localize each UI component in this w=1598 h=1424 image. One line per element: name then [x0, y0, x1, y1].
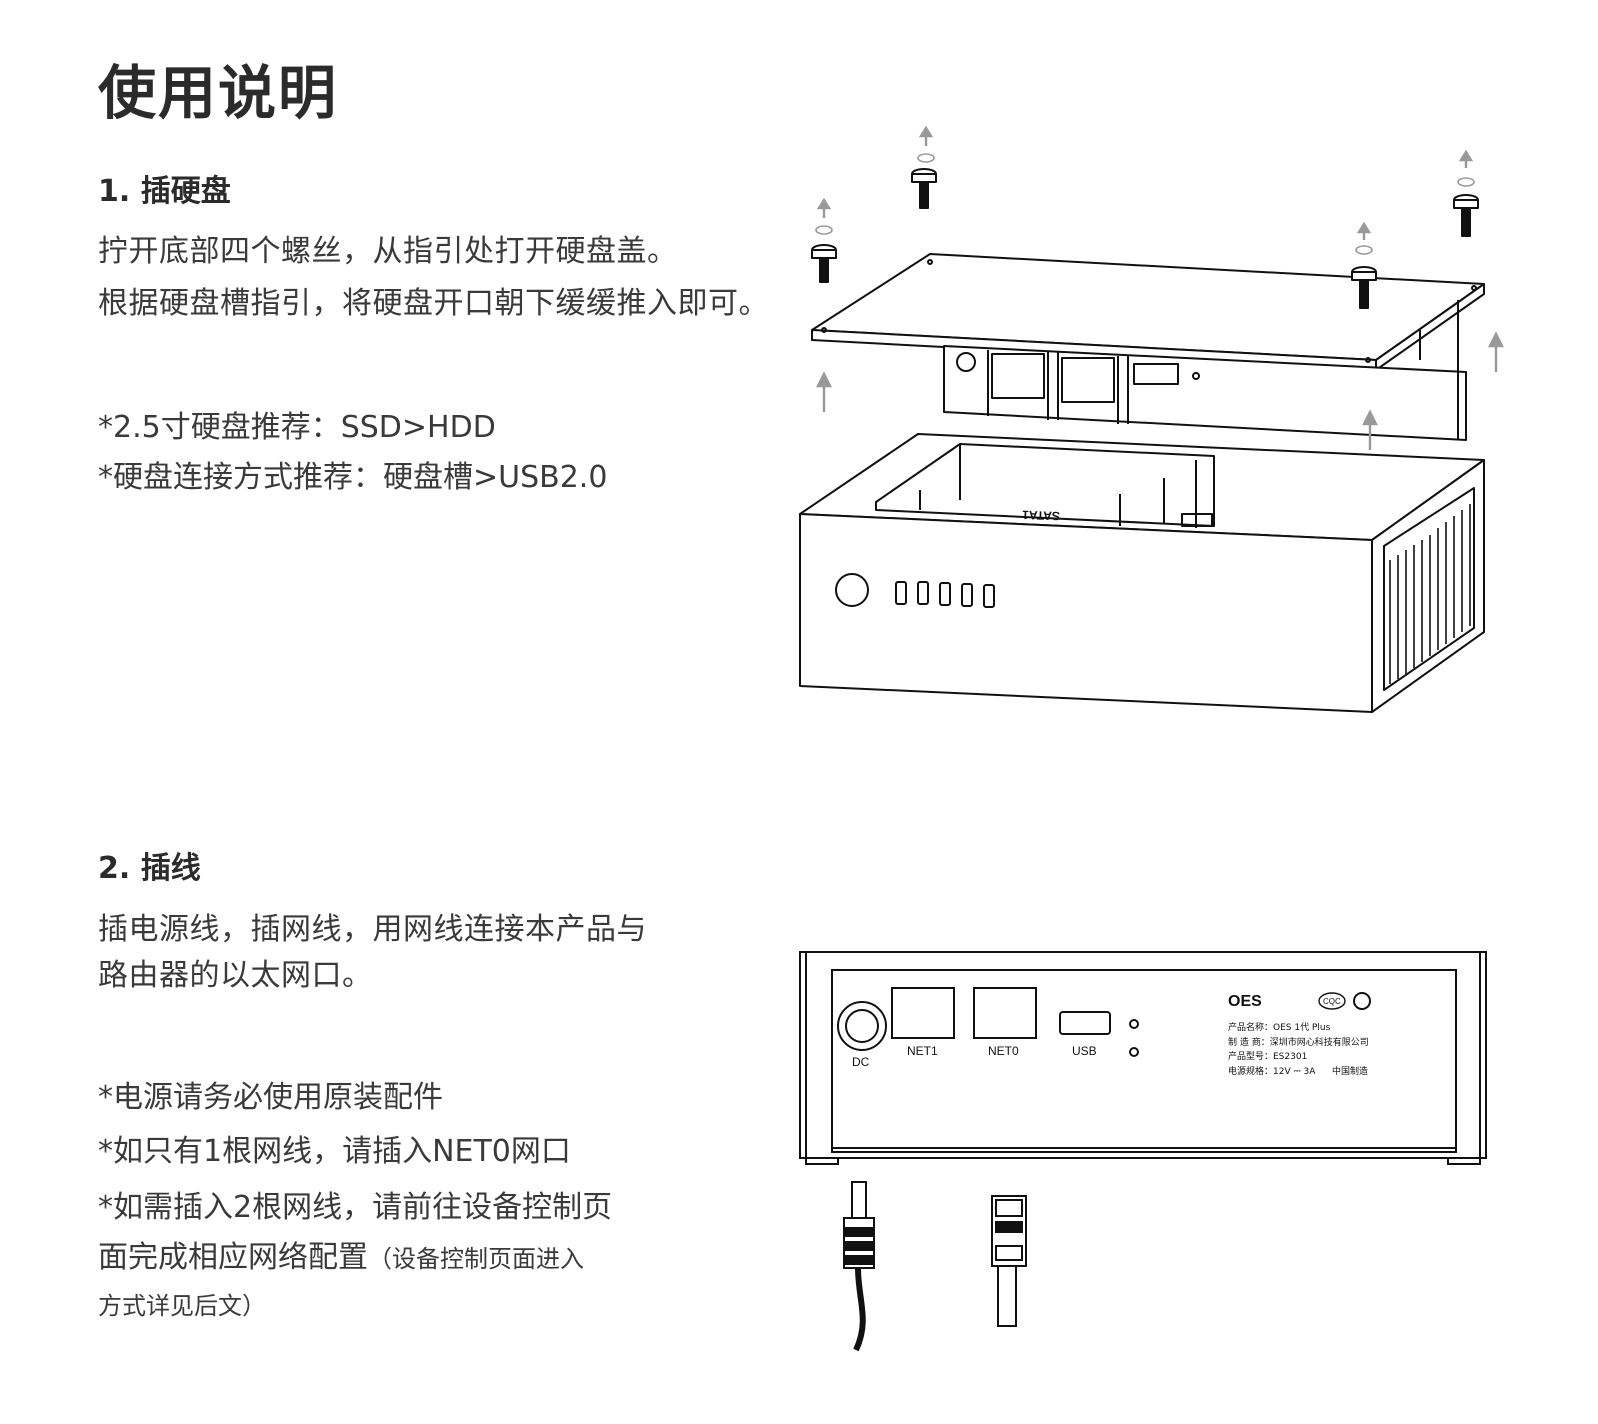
label-manufacturer: 制 造 商：深圳市网心科技有限公司	[1228, 1036, 1369, 1048]
label-product-name: 产品名称：OES 1代 Plus	[1228, 1021, 1331, 1033]
section-2-note-1: *电源请务必使用原装配件	[98, 1080, 443, 1115]
section-2-note-small-2: 方式详见后文）	[98, 1292, 266, 1320]
cqc-mark: CQC	[1323, 997, 1341, 1006]
label-model: 产品型号：ES2301	[1228, 1050, 1307, 1062]
usb-port	[1059, 1011, 1111, 1035]
dc-label: DC	[852, 1055, 870, 1069]
section-2-line-1: 插电源线，插网线，用网线连接本产品与	[98, 912, 647, 947]
section-1-heading: 1. 插硬盘	[98, 174, 231, 209]
section-1-line-1: 拧开底部四个螺丝，从指引处打开硬盘盖。	[98, 234, 678, 269]
section-2-note-small-1: （设备控制页面进入	[368, 1245, 584, 1273]
ethernet-plug	[991, 1195, 1027, 1327]
screw-2	[911, 168, 937, 209]
rotate-icons	[815, 153, 1475, 255]
usb-label: USB	[1072, 1044, 1097, 1058]
section-2-note-4: 面完成相应网络配置（设备控制页面进入	[98, 1232, 584, 1276]
label-power: 电源规格：12V ⎓ 3A	[1228, 1065, 1316, 1077]
net0-label: NET0	[988, 1044, 1019, 1058]
dc-plug	[843, 1181, 875, 1352]
section-2-line-2: 路由器的以太网口。	[98, 958, 373, 993]
screw-3	[1351, 266, 1377, 309]
section-2-note-2: *如只有1根网线，请插入NET0网口	[98, 1134, 571, 1169]
drive-bracket	[943, 300, 1467, 441]
section-2-note-4-text: 面完成相应网络配置	[98, 1240, 368, 1275]
direction-arrows	[816, 125, 1504, 450]
screw-1	[811, 244, 837, 283]
section-1-line-2: 根据硬盘槽指引，将硬盘开口朝下缓缓推入即可。	[98, 286, 769, 321]
device-body	[799, 433, 1485, 713]
section-2-note-3: *如需插入2根网线，请前往设备控制页	[98, 1190, 613, 1225]
sata-slot-label: SATA1	[1022, 508, 1060, 523]
section-1-note-1: *2.5寸硬盘推荐：SSD>HDD	[98, 410, 496, 445]
vent-grille	[1389, 504, 1471, 684]
oes-logo: OES	[1228, 993, 1262, 1010]
page-title: 使用说明	[98, 59, 339, 127]
net0-port	[973, 987, 1037, 1039]
screw-4	[1453, 194, 1479, 237]
net1-port	[891, 987, 955, 1039]
section-1-note-2: *硬盘连接方式推荐：硬盘槽>USB2.0	[98, 460, 608, 495]
net1-label: NET1	[907, 1044, 938, 1058]
dc-port	[837, 1001, 887, 1051]
drive-cover-plate	[811, 253, 1485, 371]
label-origin: 中国制造	[1332, 1065, 1368, 1077]
section-2-heading: 2. 插线	[98, 851, 201, 886]
